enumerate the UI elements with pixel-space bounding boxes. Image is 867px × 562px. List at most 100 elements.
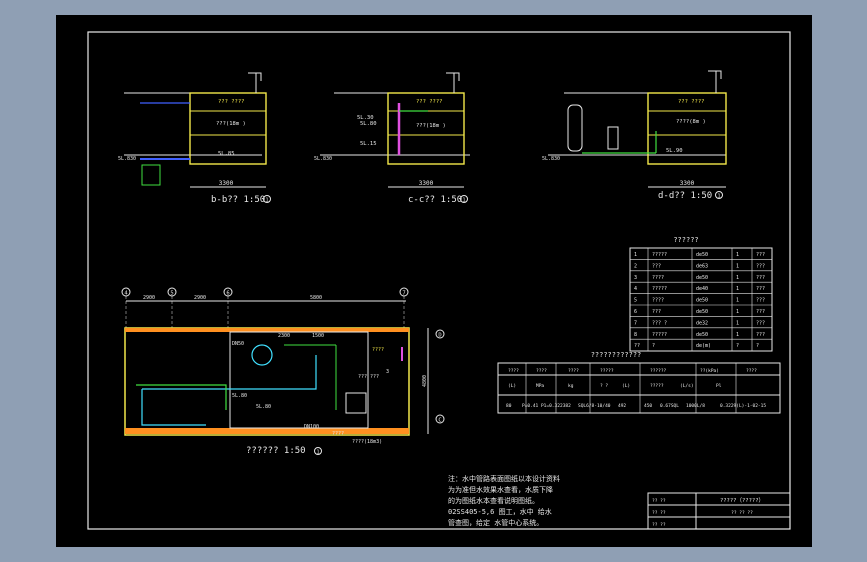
section-d-title: d-d?? 1:50	[658, 191, 712, 201]
pump-cell: 450	[644, 403, 652, 409]
materials-cell: ???	[756, 286, 765, 292]
plan-label: DN50	[232, 341, 244, 347]
notes-block: 注：水中管路表面图纸以本设计资料为为准但水效果水查看，水质下降的为图纸水本查看说…	[448, 474, 560, 527]
materials-cell: ?	[756, 343, 759, 349]
title-block: ?????（?????） ?? ?? ?? ?? ?? ?? ?? ?? ??	[647, 492, 791, 530]
pump-subheader: ?????	[650, 383, 664, 389]
materials-cell: 1	[736, 252, 739, 258]
materials-cell: ???	[756, 275, 765, 281]
materials-cell: 4	[634, 286, 637, 292]
section-b-dim: 3300	[219, 180, 234, 187]
section-c-vent-cap	[446, 72, 460, 81]
plan-marker-circle	[314, 447, 322, 455]
plan-pressure-tank	[251, 344, 273, 366]
plan-label: 5L.80	[232, 393, 247, 399]
materials-cell: ??	[634, 343, 640, 349]
plan-title: ?????? 1:50	[246, 446, 306, 456]
materials-cell: 1	[736, 275, 739, 281]
section-d-tank-room	[647, 92, 727, 165]
plan-outline	[124, 327, 410, 436]
plan-wall-bottom	[125, 428, 409, 434]
note-line: 为为准但水效果水查看，水质下降	[448, 485, 553, 494]
materials-cell: ?????	[652, 332, 667, 338]
plan-row-bubble	[435, 414, 445, 424]
plan-dim-inner: 2300	[278, 333, 290, 339]
plan-label: 5L.80	[256, 404, 271, 410]
plan-dim-top: 2900	[194, 295, 206, 301]
title-block-sheet: ?? ?? ??	[731, 510, 753, 516]
materials-cell: 2	[634, 263, 637, 269]
section-d-water-level: 5L.90	[666, 148, 683, 154]
pump-header: ??????	[650, 368, 667, 374]
pump-cell: 80	[506, 403, 512, 409]
inner-border	[87, 31, 791, 530]
pump-subheader: kg	[568, 383, 574, 389]
plan-axis-label: 5	[170, 291, 173, 297]
section-b-tank-room	[189, 92, 267, 165]
materials-cell: de32	[696, 320, 708, 326]
pump-subheader: Pl	[716, 383, 722, 389]
pump-subheader: MPa	[536, 383, 544, 389]
plan-label: ????(18m3)	[352, 439, 382, 445]
note-line: 的为图纸水本查看说明图纸。	[448, 496, 539, 505]
materials-cell: de50	[696, 275, 708, 281]
materials-cell: 1	[736, 332, 739, 338]
materials-cell: ???	[756, 252, 765, 258]
materials-cell: ???	[756, 309, 765, 315]
materials-cell: ??? ?	[652, 320, 667, 326]
section-c-dim: 3300	[419, 180, 434, 187]
materials-cell: de40	[696, 286, 708, 292]
plan-pump-base	[345, 392, 367, 414]
plan-dim-side: 4800	[422, 375, 428, 387]
section-c-marker: 1	[462, 198, 465, 204]
materials-cell: de50	[696, 298, 708, 304]
section-c-tank-label: ???(18m )	[416, 123, 446, 129]
note-line: 02SS405-5,6 图工，水中 给水	[448, 507, 552, 516]
section-c: 3300 5L.830 5L.30 5L.15 5L.80 ???(18m ) …	[314, 72, 470, 205]
title-block-row-1: ?? ??	[652, 498, 666, 504]
materials-cell: ????	[652, 275, 664, 281]
pump-cell: P=0.41 P1=0.32	[522, 403, 560, 409]
drawing-frame: 3300 5L.830 5L.85 ???(18m ) ??? ???? b-b…	[56, 15, 812, 547]
section-c-marker-circle	[460, 195, 468, 203]
title-block-row-3: ?? ??	[652, 522, 666, 528]
materials-cell: ???	[756, 263, 765, 269]
materials-cell: de(m)	[696, 343, 711, 349]
section-c-water-level-2: 5L.15	[360, 141, 377, 147]
materials-cell: de50	[696, 332, 708, 338]
materials-cell: 5	[634, 298, 637, 304]
materials-cell: ?	[736, 343, 739, 349]
materials-cell: 1	[736, 263, 739, 269]
section-b-top-label: ??? ????	[218, 99, 245, 105]
plan-row-bubble	[435, 329, 445, 339]
plan-label: DN100	[304, 424, 319, 430]
pump-table: ???????????? ?????????????????????????(k…	[497, 351, 781, 414]
section-c-floor-level: 5L.830	[314, 156, 332, 162]
materials-cell: 1	[736, 286, 739, 292]
materials-cell: 1	[736, 309, 739, 315]
plan-dim-inner: 1500	[312, 333, 324, 339]
materials-cell: 8	[634, 332, 637, 338]
plan-label: ??? ???	[358, 374, 379, 380]
section-c-top-label: ??? ????	[416, 99, 443, 105]
plan-labels: DN50??????? ???5L.80DN100????????(18m3)3…	[232, 341, 389, 445]
pump-cell: 0.3229(L)-1-02-15	[720, 403, 766, 409]
title-block-row-2: ?? ??	[652, 510, 666, 516]
plan-row-label: C	[438, 418, 441, 424]
materials-cell: ???	[756, 332, 765, 338]
pump-table-title: ????????????	[591, 351, 642, 359]
section-b-valve-group	[141, 164, 161, 186]
note-line: 管查图，给定 水管中心系统。	[448, 518, 543, 527]
plan-label: 3	[386, 369, 389, 375]
plan-row-label: D	[438, 333, 441, 339]
pump-subheader: (L)	[508, 383, 516, 389]
pump-cell: 492	[618, 403, 626, 409]
title-block-project: ?????（?????）	[720, 497, 764, 504]
pump-table-cells: ?????????????????????????(kPa)????(L)MPa…	[506, 363, 766, 413]
section-b-marker-circle	[263, 195, 271, 203]
section-b: 3300 5L.830 5L.85 ???(18m ) ??? ???? b-b…	[118, 72, 271, 205]
section-c-water-level-3: 5L.80	[360, 121, 377, 127]
section-d: 3300 5L.830 5L.90 ????(8m ) ??? ???? d-d…	[542, 70, 727, 201]
